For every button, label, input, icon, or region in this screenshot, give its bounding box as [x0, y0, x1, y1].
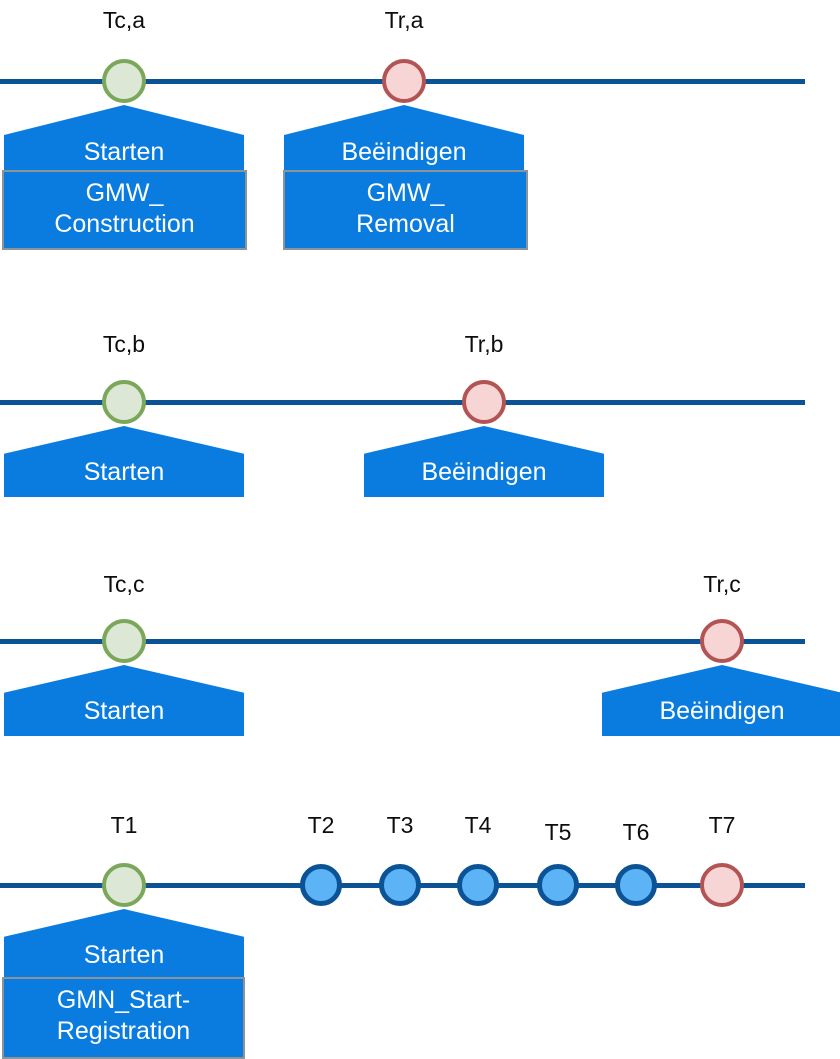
- timeline-axis-c: [0, 639, 805, 644]
- event-object-box-gmw-removal[interactable]: GMW_ Removal: [283, 170, 528, 250]
- tick-marker-tc-a[interactable]: [102, 59, 146, 103]
- event-shape-starten-t[interactable]: Starten: [4, 909, 244, 980]
- event-action-label-starten-t: Starten: [83, 941, 165, 969]
- tick-marker-tc-c[interactable]: [102, 619, 146, 663]
- event-action-label-starten-c: Starten: [83, 697, 165, 725]
- event-object-box-gmn-start-registration[interactable]: GMN_Start- Registration: [2, 977, 245, 1059]
- tick-label-t2: T2: [307, 812, 335, 838]
- tick-marker-t4[interactable]: [457, 864, 499, 906]
- event-shape-starten-c[interactable]: Starten: [4, 665, 244, 736]
- tick-label-tr-b: Tr,b: [464, 331, 504, 357]
- tick-label-t3: T3: [386, 812, 414, 838]
- tick-marker-t2[interactable]: [300, 864, 342, 906]
- event-action-label-beeindigen-c: Beëindigen: [659, 697, 785, 725]
- event-action-label-beeindigen-a: Beëindigen: [341, 138, 467, 166]
- tick-marker-t3[interactable]: [379, 864, 421, 906]
- tick-marker-t1[interactable]: [102, 863, 146, 907]
- tick-label-tc-c: Tc,c: [103, 571, 145, 597]
- tick-label-tc-a: Tc,a: [102, 7, 146, 33]
- tick-label-t7: T7: [708, 812, 736, 838]
- event-object-label-gmw-removal: GMW_ Removal: [356, 179, 455, 238]
- event-shape-beeindigen-c[interactable]: Beëindigen: [602, 665, 840, 736]
- event-shape-beeindigen-b[interactable]: Beëindigen: [364, 426, 604, 497]
- event-action-label-starten-a: Starten: [83, 138, 165, 166]
- tick-marker-t5[interactable]: [537, 864, 579, 906]
- tick-marker-t7[interactable]: [700, 863, 744, 907]
- event-shape-starten-b[interactable]: Starten: [4, 426, 244, 497]
- event-object-label-gmn-start-registration: GMN_Start- Registration: [56, 986, 191, 1045]
- tick-marker-tr-a[interactable]: [382, 59, 426, 103]
- event-action-label-starten-b: Starten: [83, 458, 165, 486]
- tick-label-tc-b: Tc,b: [102, 331, 146, 357]
- event-object-label-gmw-construction: GMW_ Construction: [54, 179, 195, 238]
- tick-label-t5: T5: [544, 819, 572, 845]
- tick-label-t6: T6: [622, 819, 650, 845]
- tick-label-t1: T1: [110, 812, 138, 838]
- tick-marker-tr-b[interactable]: [462, 380, 506, 424]
- tick-label-tr-a: Tr,a: [384, 7, 424, 33]
- tick-label-t4: T4: [464, 812, 492, 838]
- timeline-axis-b: [0, 400, 805, 405]
- tick-marker-t6[interactable]: [615, 864, 657, 906]
- tick-marker-tc-b[interactable]: [102, 380, 146, 424]
- event-object-box-gmw-construction[interactable]: GMW_ Construction: [2, 170, 247, 250]
- tick-label-tr-c: Tr,c: [703, 571, 741, 597]
- tick-marker-tr-c[interactable]: [700, 619, 744, 663]
- event-action-label-beeindigen-b: Beëindigen: [421, 458, 547, 486]
